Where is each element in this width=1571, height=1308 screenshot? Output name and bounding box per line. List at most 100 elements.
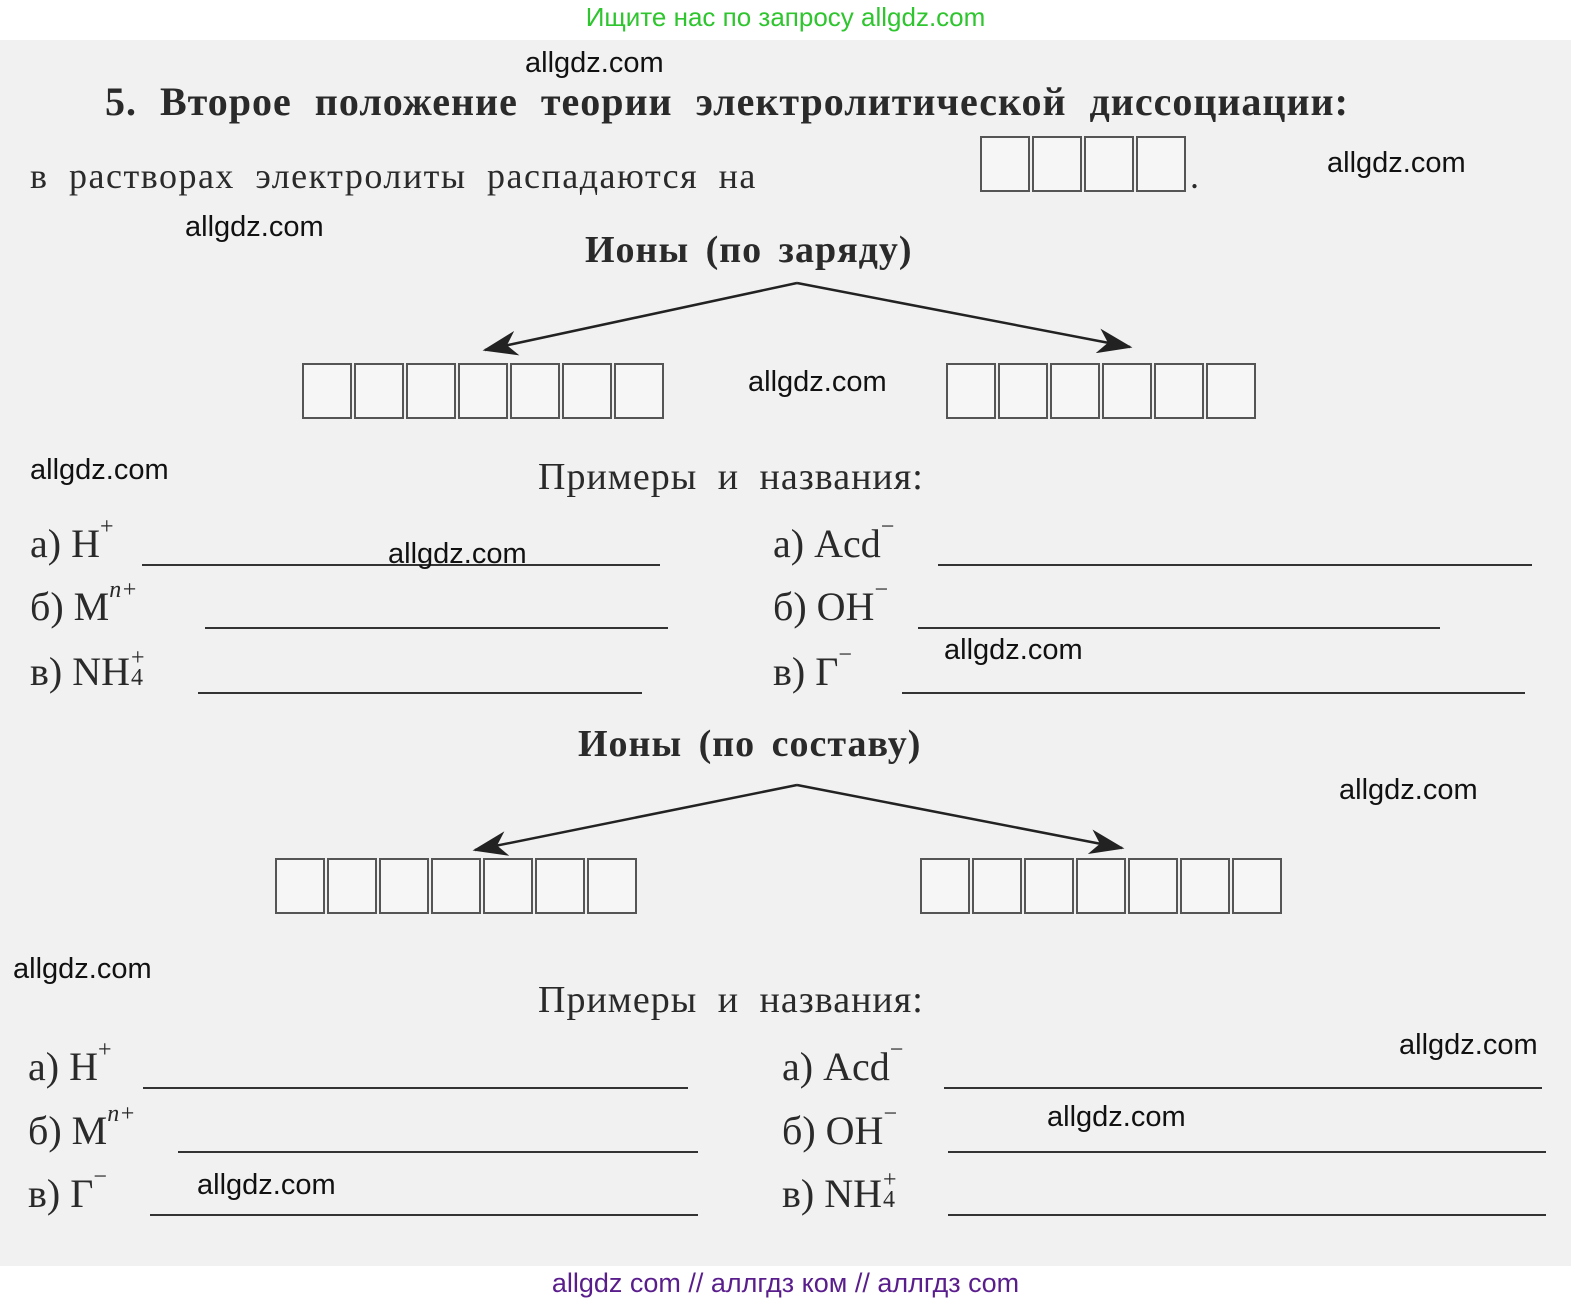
answer-boxes-composition-left[interactable]: [275, 858, 639, 914]
answer-line[interactable]: [944, 1087, 1542, 1089]
answer-box[interactable]: [920, 858, 970, 914]
answer-box[interactable]: [587, 858, 637, 914]
answer-box[interactable]: [327, 858, 377, 914]
item-label: а): [30, 521, 62, 566]
ion-charge: n+: [109, 577, 138, 603]
ion-formula: Г: [70, 1171, 94, 1216]
top-banner: Ищите нас по запросу allgdz.com: [585, 2, 986, 32]
answer-box[interactable]: [1154, 363, 1204, 419]
watermark: allgdz.com: [30, 454, 169, 486]
answer-line[interactable]: [902, 692, 1525, 694]
answer-box[interactable]: [1024, 858, 1074, 914]
answer-boxes-charge-right[interactable]: [946, 363, 1258, 419]
answer-line[interactable]: [178, 1151, 698, 1153]
section2-heading: Ионы (по составу): [578, 723, 922, 765]
ion-charge: +: [131, 645, 145, 671]
answer-box[interactable]: [458, 363, 508, 419]
ion-formula: Acd: [823, 1044, 890, 1089]
answer-box[interactable]: [406, 363, 456, 419]
answer-line[interactable]: [205, 627, 668, 629]
answer-box[interactable]: [1084, 136, 1134, 192]
ion-charge: +: [97, 1037, 112, 1063]
answer-box[interactable]: [562, 363, 612, 419]
example-item: в) Г−: [773, 642, 852, 695]
answer-box[interactable]: [1128, 858, 1178, 914]
answer-boxes-composition-right[interactable]: [920, 858, 1284, 914]
ion-charge: −: [883, 1101, 897, 1127]
answer-box[interactable]: [1102, 363, 1152, 419]
answer-box[interactable]: [946, 363, 996, 419]
example-item: а) Acd−: [773, 514, 894, 567]
answer-box[interactable]: [614, 363, 664, 419]
ion-formula: H: [71, 521, 100, 566]
watermark: allgdz.com: [1399, 1029, 1538, 1061]
ion-subscript: 4: [883, 1187, 895, 1213]
answer-box[interactable]: [980, 136, 1030, 192]
ion-formula: M: [71, 1108, 108, 1153]
item-label: в): [773, 649, 806, 694]
example-item: а) H+: [28, 1037, 112, 1090]
watermark: allgdz.com: [197, 1169, 336, 1201]
answer-box[interactable]: [379, 858, 429, 914]
answer-box[interactable]: [354, 363, 404, 419]
watermark: allgdz.com: [1339, 774, 1478, 806]
answer-box[interactable]: [510, 363, 560, 419]
answer-box[interactable]: [1136, 136, 1186, 192]
answer-line[interactable]: [150, 1214, 698, 1216]
arrow-left-composition: [472, 783, 798, 856]
item-label: в): [782, 1171, 815, 1216]
ion-formula: H: [69, 1044, 98, 1089]
answer-box[interactable]: [275, 858, 325, 914]
item-label: б): [773, 584, 807, 629]
item-label: в): [30, 649, 63, 694]
example-item: б) Mn+: [30, 577, 137, 630]
example-item: б) OH−: [773, 577, 888, 630]
item-label: б): [782, 1108, 816, 1153]
watermark: allgdz.com: [1327, 147, 1466, 179]
answer-box[interactable]: [1206, 363, 1256, 419]
answer-line[interactable]: [938, 564, 1532, 566]
answer-box[interactable]: [1232, 858, 1282, 914]
example-item: б) Mn+: [28, 1101, 135, 1154]
answer-line[interactable]: [948, 1214, 1546, 1216]
answer-line[interactable]: [143, 1087, 688, 1089]
example-item: б) OH−: [782, 1101, 897, 1154]
answer-boxes-main[interactable]: [980, 136, 1188, 192]
example-item: в) NH+4: [782, 1168, 897, 1217]
task-title: 5. Второе положение теории электролитиче…: [105, 79, 1349, 124]
ion-formula: OH: [816, 584, 875, 629]
answer-box[interactable]: [535, 858, 585, 914]
example-item: а) Acd−: [782, 1037, 903, 1090]
answer-box[interactable]: [1180, 858, 1230, 914]
answer-box[interactable]: [1032, 136, 1082, 192]
answer-line[interactable]: [918, 627, 1440, 629]
answer-box[interactable]: [998, 363, 1048, 419]
answer-box[interactable]: [1076, 858, 1126, 914]
item-label: а): [782, 1044, 814, 1089]
section1-examples-heading: Примеры и названия:: [538, 456, 924, 498]
answer-box[interactable]: [1050, 363, 1100, 419]
watermark: allgdz.com: [748, 366, 887, 398]
watermark: allgdz.com: [525, 47, 664, 79]
answer-line[interactable]: [142, 564, 660, 566]
arrow-right-composition: [796, 783, 1125, 855]
ion-charge: n+: [107, 1101, 136, 1127]
task-statement: в растворах электролиты распадаются на: [30, 156, 757, 196]
section2-examples-heading: Примеры и названия:: [538, 979, 924, 1021]
answer-line[interactable]: [948, 1151, 1546, 1153]
ion-charge: −: [880, 514, 895, 540]
answer-box[interactable]: [431, 858, 481, 914]
item-label: б): [28, 1108, 62, 1153]
answer-box[interactable]: [972, 858, 1022, 914]
ion-formula: OH: [825, 1108, 884, 1153]
answer-box[interactable]: [483, 858, 533, 914]
answer-boxes-charge-left[interactable]: [302, 363, 666, 419]
answer-box[interactable]: [302, 363, 352, 419]
ion-formula: NH: [824, 1171, 882, 1216]
bottom-banner: allgdz com // аллгдз ком // аллгдз com: [551, 1268, 1020, 1298]
ion-subscript: 4: [131, 665, 143, 691]
watermark: allgdz.com: [944, 634, 1083, 666]
answer-line[interactable]: [198, 692, 642, 694]
ion-formula: NH: [72, 649, 130, 694]
watermark: allgdz.com: [13, 953, 152, 985]
